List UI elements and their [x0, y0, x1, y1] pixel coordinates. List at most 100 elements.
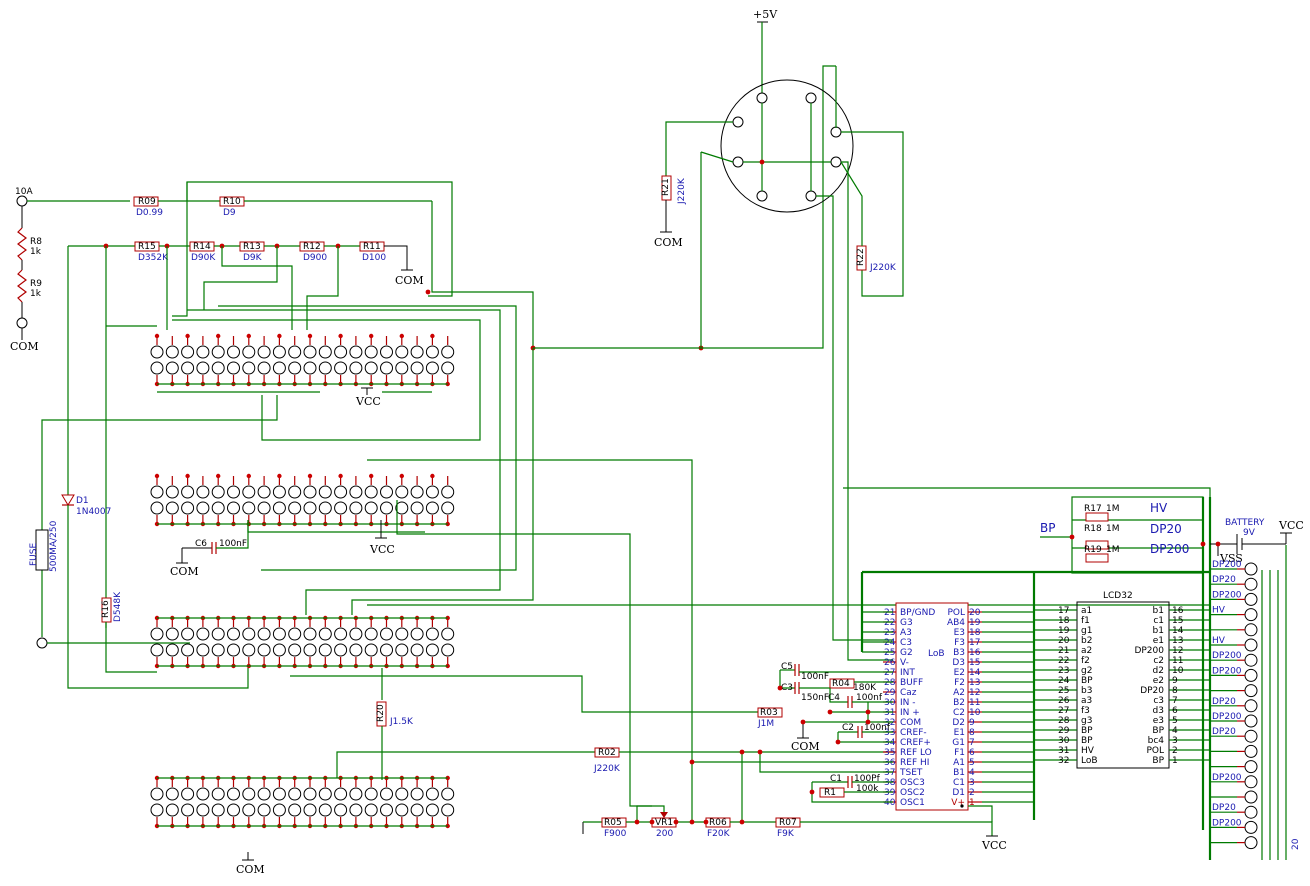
vr1-value: 200	[656, 829, 673, 839]
lcd-pin-name: a2	[1081, 646, 1092, 656]
lcd-pin-number: 1	[1172, 756, 1178, 766]
contact-pad	[318, 485, 332, 499]
icl-pin-name: OSC2	[900, 788, 925, 798]
contact-pad	[334, 627, 348, 641]
contact-pad	[165, 627, 179, 641]
contact-pad	[196, 485, 210, 499]
r19-ref: R19	[1084, 545, 1102, 555]
d1-ref: D1	[76, 496, 89, 506]
icl-pin-name: Caz	[900, 688, 917, 698]
lcd-pin-name: BP	[1152, 726, 1164, 736]
contact-pad	[303, 803, 317, 817]
r03-value: J1M	[757, 719, 774, 729]
connector-pad	[1244, 820, 1258, 834]
contact-pad	[150, 627, 164, 641]
com-label-r11: COM	[395, 274, 424, 287]
vcc-label-block2: VCC	[369, 543, 395, 556]
contact-pad	[272, 627, 286, 641]
dp200-annunciator: DP200	[1150, 542, 1189, 556]
connector-pad	[1244, 562, 1258, 576]
contact-pad	[334, 485, 348, 499]
c4-value: 100nf	[856, 693, 883, 703]
lcd-pin-number: 25	[1058, 686, 1069, 696]
r12-ref: R12	[303, 242, 321, 252]
c5-value: 100nF	[801, 672, 829, 682]
contact-pad	[380, 787, 393, 801]
icl-pin-name: A3	[900, 628, 912, 638]
contact-pad	[165, 643, 179, 657]
r16-ref: R16	[101, 600, 111, 618]
connector-pad	[1244, 699, 1258, 713]
contact-pad	[349, 787, 363, 801]
connector-pad	[1244, 653, 1258, 667]
connector-label: HV	[1212, 606, 1226, 616]
lcd-pin-number: 15	[1172, 616, 1183, 626]
icl-pin-name: BUFF	[900, 678, 923, 688]
lcd-pin-number: 22	[1058, 656, 1069, 666]
contact-pad	[334, 501, 348, 515]
connector-pad	[1244, 638, 1258, 652]
contact-pad	[165, 787, 179, 801]
r13-ref: R13	[243, 242, 261, 252]
contact-pad	[257, 361, 271, 375]
lcd-pin-number: 14	[1172, 626, 1184, 636]
contact-pad	[150, 485, 164, 499]
r17-value: 1M	[1106, 504, 1120, 514]
r03-resistor	[757, 707, 783, 718]
lcd-pin-name: d2	[1153, 666, 1164, 676]
contact-pad	[349, 485, 363, 499]
contact-pad	[288, 501, 302, 515]
r07-ref: R07	[779, 818, 797, 828]
ten-a-terminal	[16, 195, 28, 207]
contact-pad	[211, 485, 225, 499]
contact-pad	[303, 361, 317, 375]
icl-pin-number: 13	[969, 678, 980, 688]
contact-pad	[165, 485, 179, 499]
lcd-pin-name: f1	[1081, 616, 1090, 626]
contact-pad	[334, 361, 348, 375]
r12-value: D900	[303, 253, 327, 263]
icl-pin-number: 40	[884, 798, 896, 808]
contact-pad	[288, 361, 302, 375]
r22-value: J220K	[869, 263, 897, 273]
icl-pin-number: 17	[969, 638, 980, 648]
contact-pad	[272, 803, 286, 817]
c1-value: 100Pf	[854, 774, 881, 784]
icl-pin-name: V+	[951, 798, 965, 808]
icl-pin-number: 9	[969, 718, 975, 728]
contact-pad	[318, 361, 332, 375]
icl-pin-number: 4	[969, 768, 975, 778]
lcd-pin-number: 8	[1172, 686, 1178, 696]
contact-pad	[441, 485, 455, 499]
lcd-pin-name: b3	[1081, 686, 1092, 696]
r17-ref: R17	[1084, 504, 1102, 514]
lcd-pin-name: c3	[1153, 696, 1164, 706]
lcd-pin-number: 24	[1058, 676, 1070, 686]
connector-label: DP20	[1212, 575, 1236, 585]
contact-pad	[425, 803, 439, 817]
icl-pin-name: F2	[954, 678, 965, 688]
icl-pin-number: 38	[884, 778, 896, 788]
lcd-pin-name: f2	[1081, 656, 1090, 666]
r05-value: F900	[604, 829, 627, 839]
contact-pad	[227, 485, 240, 499]
contact-pad	[288, 803, 302, 817]
r8-zigzag	[17, 227, 27, 261]
connector-pad	[1244, 729, 1258, 743]
r06-value: F20K	[707, 829, 731, 839]
connector-pad	[1244, 714, 1258, 728]
dp20-annunciator: DP20	[1150, 522, 1182, 536]
contact-pad	[395, 501, 409, 515]
contact-pad	[165, 803, 179, 817]
lcd-pin-number: 10	[1172, 666, 1184, 676]
icl-pin-number: 3	[969, 778, 975, 788]
icl-analog-components: C5 100nF C3 150nF R04 180K C4 100nf R03 …	[692, 662, 893, 803]
r9-ref: R9	[30, 279, 42, 289]
icl-pin-name: OSC1	[900, 798, 925, 808]
lcd-pin-name: b1	[1153, 606, 1164, 616]
r10-ref: R10	[223, 197, 241, 207]
contact-pad	[364, 787, 378, 801]
com-label-r21: COM	[654, 236, 683, 249]
r16-value: D548K	[113, 591, 123, 622]
